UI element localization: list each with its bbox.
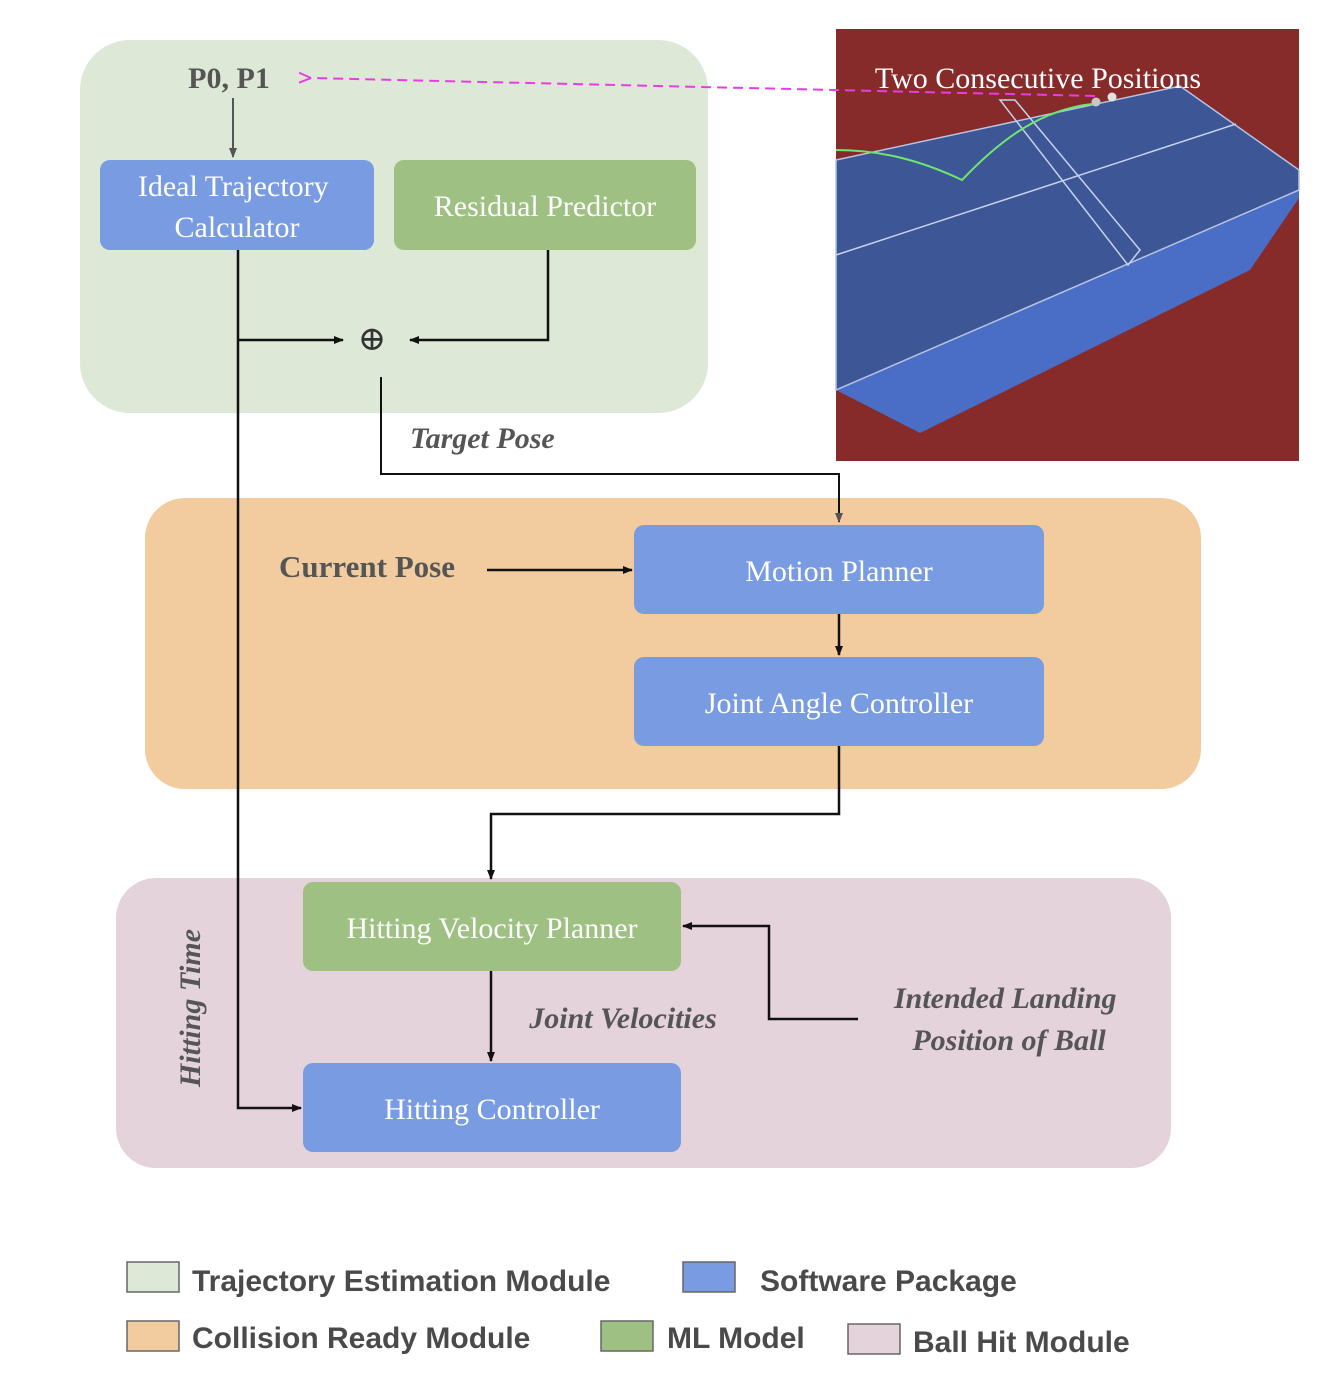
legend-swatch-ml-model	[600, 1320, 654, 1352]
ball-position-p0	[1091, 97, 1101, 107]
landing-position-to-velocity-planner-arrow	[682, 922, 858, 1021]
residual-to-sum-arrow	[409, 250, 550, 344]
joint-controller-to-velocity-planner-arrow	[487, 746, 841, 880]
target-pose-arrow	[380, 377, 843, 523]
positions-dashed-arrow	[310, 78, 1096, 97]
ball-path	[835, 103, 1093, 182]
residual-predictor-label: Residual Predictor	[434, 190, 656, 223]
legend-swatch-trajectory-estimation	[126, 1261, 180, 1293]
table-center-line	[835, 123, 1237, 256]
hitting-controller-block	[303, 1063, 681, 1152]
ideal-trajectory-label-line2: Calculator	[175, 211, 300, 244]
legend: Trajectory Estimation Module Software Pa…	[126, 1261, 1130, 1359]
hitting-controller-label: Hitting Controller	[384, 1093, 600, 1126]
legend-label-collision-ready: Collision Ready Module	[192, 1322, 530, 1355]
positions-input-label: P0, P1	[188, 62, 270, 95]
motion-planner-label: Motion Planner	[745, 555, 933, 588]
ball-trajectory-inset: Two Consecutive Positions	[835, 29, 1300, 461]
ideal-trajectory-calculator-block	[100, 160, 374, 250]
joint-angle-controller-block	[634, 657, 1044, 746]
legend-label-trajectory-estimation: Trajectory Estimation Module	[192, 1265, 610, 1298]
legend-swatch-software-package	[682, 1261, 736, 1293]
current-pose-input-label: Current Pose	[279, 549, 455, 584]
ideal-trajectory-calculator-label: Ideal Trajectory Calculator	[138, 170, 336, 244]
intended-landing-line1: Intended Landing	[893, 982, 1117, 1015]
intended-landing-line2: Position of Ball	[911, 1024, 1106, 1057]
table-top	[835, 85, 1300, 392]
table-side	[836, 180, 1299, 433]
legend-label-software-package: Software Package	[760, 1265, 1017, 1298]
sum-junction: ⊕	[358, 321, 387, 358]
table-net	[998, 99, 1141, 267]
hitting-velocity-planner-block	[303, 882, 681, 971]
ideal-trajectory-label-line1: Ideal Trajectory	[138, 170, 329, 203]
hitting-velocity-planner-label: Hitting Velocity Planner	[346, 912, 637, 945]
joint-velocities-label: Joint Velocities	[528, 1002, 717, 1035]
calculator-to-hitting-controller-arrow	[236, 250, 302, 1112]
joint-angle-controller-label: Joint Angle Controller	[705, 687, 973, 720]
legend-swatch-collision-ready	[126, 1320, 180, 1352]
legend-swatch-ball-hit	[847, 1323, 901, 1355]
hitting-time-label: Hitting Time	[174, 929, 207, 1088]
intended-landing-label: Intended Landing Position of Ball	[893, 982, 1124, 1057]
ball-position-p1	[1107, 92, 1117, 102]
legend-label-ball-hit: Ball Hit Module	[913, 1326, 1130, 1359]
motion-planner-block	[634, 525, 1044, 614]
residual-predictor-block	[394, 160, 696, 250]
legend-label-ml-model: ML Model	[667, 1322, 805, 1355]
target-pose-label: Target Pose	[410, 422, 555, 455]
inset-caption: Two Consecutive Positions	[875, 62, 1201, 95]
